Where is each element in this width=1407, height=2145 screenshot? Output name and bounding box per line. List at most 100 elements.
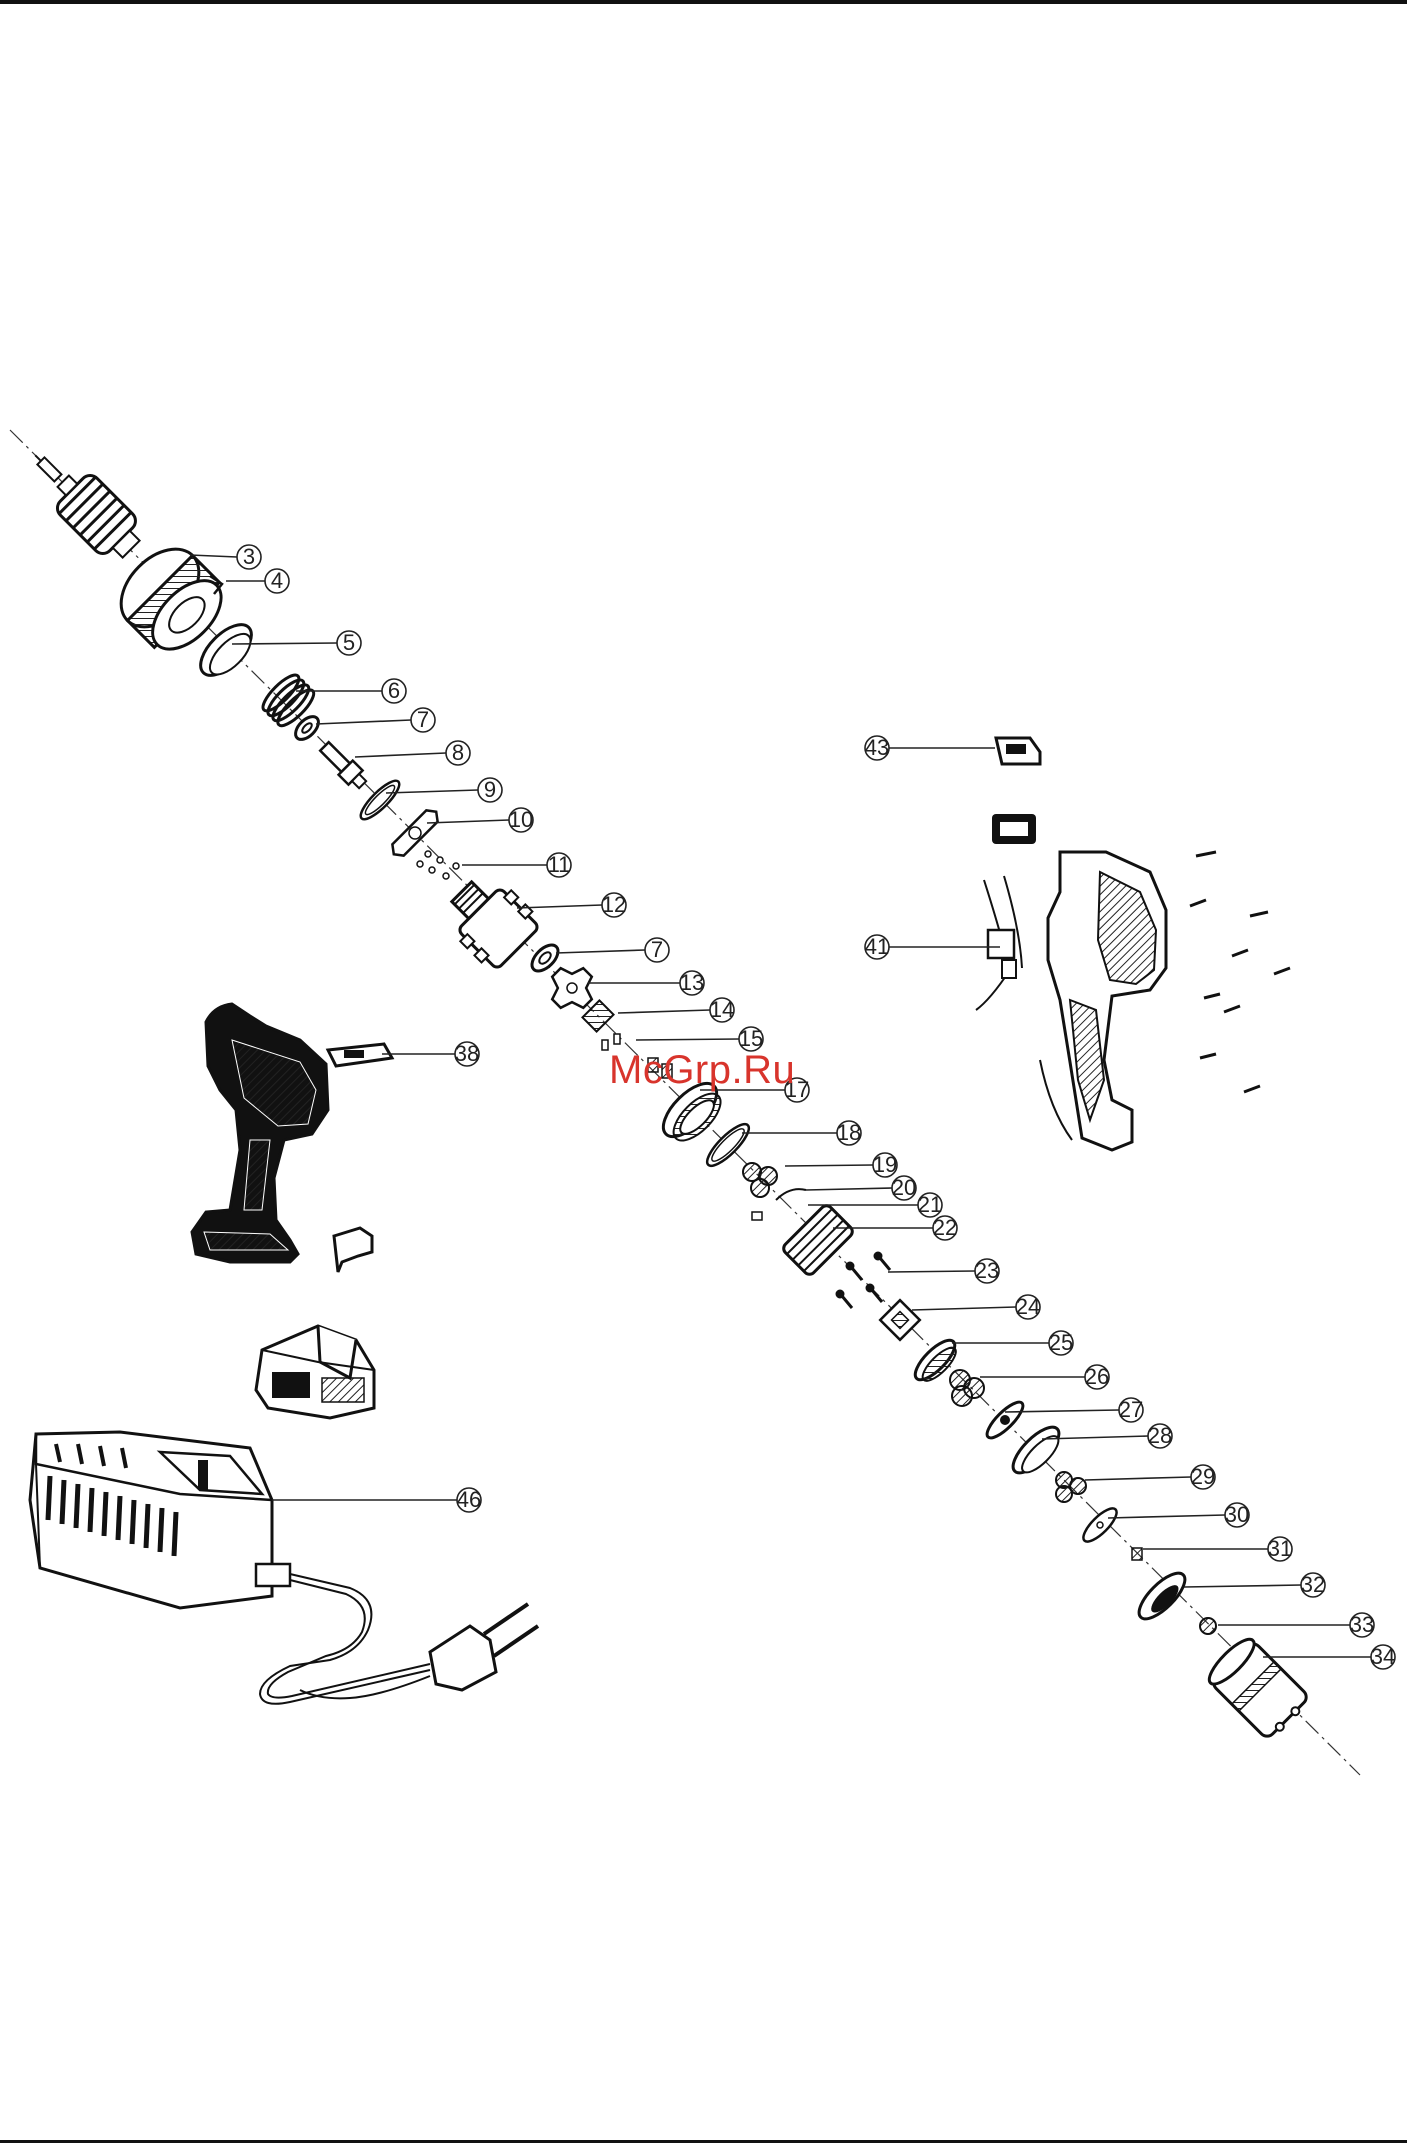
- callout-number: 20: [892, 1175, 916, 1200]
- callout-layer: 3456789101112713141517181920212223242526…: [190, 544, 1395, 1669]
- leader-line: [618, 1010, 710, 1013]
- watermark-text: McGrp.Ru: [609, 1048, 795, 1093]
- pinion-part-33: [1200, 1618, 1216, 1634]
- callout-number: 25: [1049, 1330, 1073, 1355]
- leader-line: [1085, 1477, 1191, 1480]
- callout-number: 7: [417, 707, 429, 732]
- charger-cord: [260, 1574, 430, 1704]
- callout-c27: 27: [1005, 1397, 1143, 1422]
- callout-number: 38: [455, 1041, 479, 1066]
- callout-c20: 20: [806, 1175, 916, 1200]
- washer-disc-part-30: [1079, 1504, 1121, 1546]
- spindle-part-8: [317, 739, 369, 791]
- leader-line: [556, 950, 645, 953]
- callout-c25: 25: [952, 1330, 1073, 1355]
- lock-button-part-43: [996, 738, 1040, 764]
- charger-part-46: [30, 1432, 290, 1608]
- leader-line: [427, 820, 509, 823]
- direction-switch-part-38: [328, 1044, 392, 1066]
- motor-part-34: [1203, 1633, 1312, 1742]
- callout-c38: 38: [382, 1041, 479, 1066]
- leader-line: [386, 790, 478, 793]
- callout-c7b: 7: [556, 937, 669, 962]
- callout-c10: 10: [427, 807, 533, 832]
- callout-number: 34: [1371, 1644, 1395, 1669]
- callout-number: 19: [873, 1152, 897, 1177]
- housing-screws: [1190, 852, 1290, 1092]
- callout-c41: 41: [865, 934, 1000, 959]
- gearbox-front-housing-part-12: [436, 866, 543, 973]
- callout-number: 33: [1350, 1612, 1374, 1637]
- callout-c26: 26: [980, 1364, 1109, 1389]
- callout-number: 7: [651, 937, 663, 962]
- callout-number: 31: [1268, 1536, 1292, 1561]
- callout-number: 43: [865, 735, 889, 760]
- bit-tip: [32, 452, 62, 482]
- leader-line: [636, 1039, 739, 1040]
- callout-number: 30: [1225, 1502, 1249, 1527]
- housing-left-half: [192, 1004, 328, 1262]
- callout-number: 18: [837, 1120, 861, 1145]
- callout-c23: 23: [888, 1258, 999, 1283]
- ring-part-28: [1006, 1420, 1068, 1482]
- leader-line: [1108, 1515, 1225, 1518]
- chuck-part: [45, 463, 150, 568]
- power-plug: [430, 1604, 538, 1690]
- callout-number: 22: [933, 1215, 957, 1240]
- battery-terminal-part-42: [992, 814, 1036, 844]
- callout-number: 13: [680, 970, 704, 995]
- callout-number: 11: [548, 852, 571, 877]
- callout-c19: 19: [785, 1152, 897, 1177]
- mode-housing-part-22: [781, 1203, 855, 1277]
- battery-clip: [334, 1228, 372, 1272]
- callout-number: 3: [243, 544, 255, 569]
- carrier-plate-part-27: [982, 1397, 1027, 1442]
- callout-number: 5: [343, 630, 355, 655]
- callout-number: 32: [1301, 1572, 1325, 1597]
- callout-c8: 8: [355, 740, 470, 765]
- callout-c29: 29: [1085, 1464, 1215, 1489]
- callout-c18: 18: [742, 1120, 861, 1145]
- callout-c28: 28: [1042, 1423, 1172, 1448]
- callout-c14: 14: [618, 997, 734, 1022]
- leader-line: [232, 643, 337, 644]
- leader-line: [785, 1165, 873, 1166]
- callout-number: 41: [865, 934, 889, 959]
- planet-gears-part-26: [950, 1370, 984, 1406]
- leader-line: [912, 1307, 1016, 1310]
- callout-number: 4: [271, 568, 283, 593]
- planet-gears-part-19: [743, 1163, 777, 1197]
- steel-balls-part-11: [417, 851, 459, 879]
- leader-line: [888, 1271, 975, 1272]
- callout-number: 46: [457, 1487, 481, 1512]
- callout-c7a: 7: [316, 707, 435, 732]
- callout-c13: 13: [588, 970, 704, 995]
- callout-number: 26: [1085, 1364, 1109, 1389]
- battery-pack: [256, 1326, 374, 1418]
- callout-c9: 9: [386, 777, 502, 802]
- callout-c4: 4: [226, 568, 289, 593]
- callout-number: 29: [1191, 1464, 1215, 1489]
- leader-line: [806, 1188, 892, 1190]
- callout-c34: 34: [1263, 1644, 1395, 1669]
- gear-part-24: [880, 1300, 920, 1340]
- callout-number: 27: [1119, 1397, 1143, 1422]
- callout-c31: 31: [1143, 1536, 1292, 1561]
- leader-line: [316, 720, 411, 724]
- callout-number: 23: [975, 1258, 999, 1283]
- leader-line: [1184, 1585, 1301, 1587]
- callout-c30: 30: [1108, 1502, 1249, 1527]
- callout-number: 28: [1148, 1423, 1172, 1448]
- callout-number: 6: [388, 678, 400, 703]
- callout-c24: 24: [912, 1294, 1040, 1319]
- callout-c12: 12: [517, 892, 626, 917]
- callout-c33: 33: [1218, 1612, 1374, 1637]
- leader-line: [517, 905, 602, 908]
- callout-c46: 46: [272, 1487, 481, 1512]
- switch-part-41: [976, 876, 1022, 1010]
- callout-number: 9: [484, 777, 496, 802]
- callout-c32: 32: [1184, 1572, 1325, 1597]
- callout-number: 14: [710, 997, 734, 1022]
- callout-c11: 11: [462, 852, 571, 877]
- callout-number: 24: [1016, 1294, 1040, 1319]
